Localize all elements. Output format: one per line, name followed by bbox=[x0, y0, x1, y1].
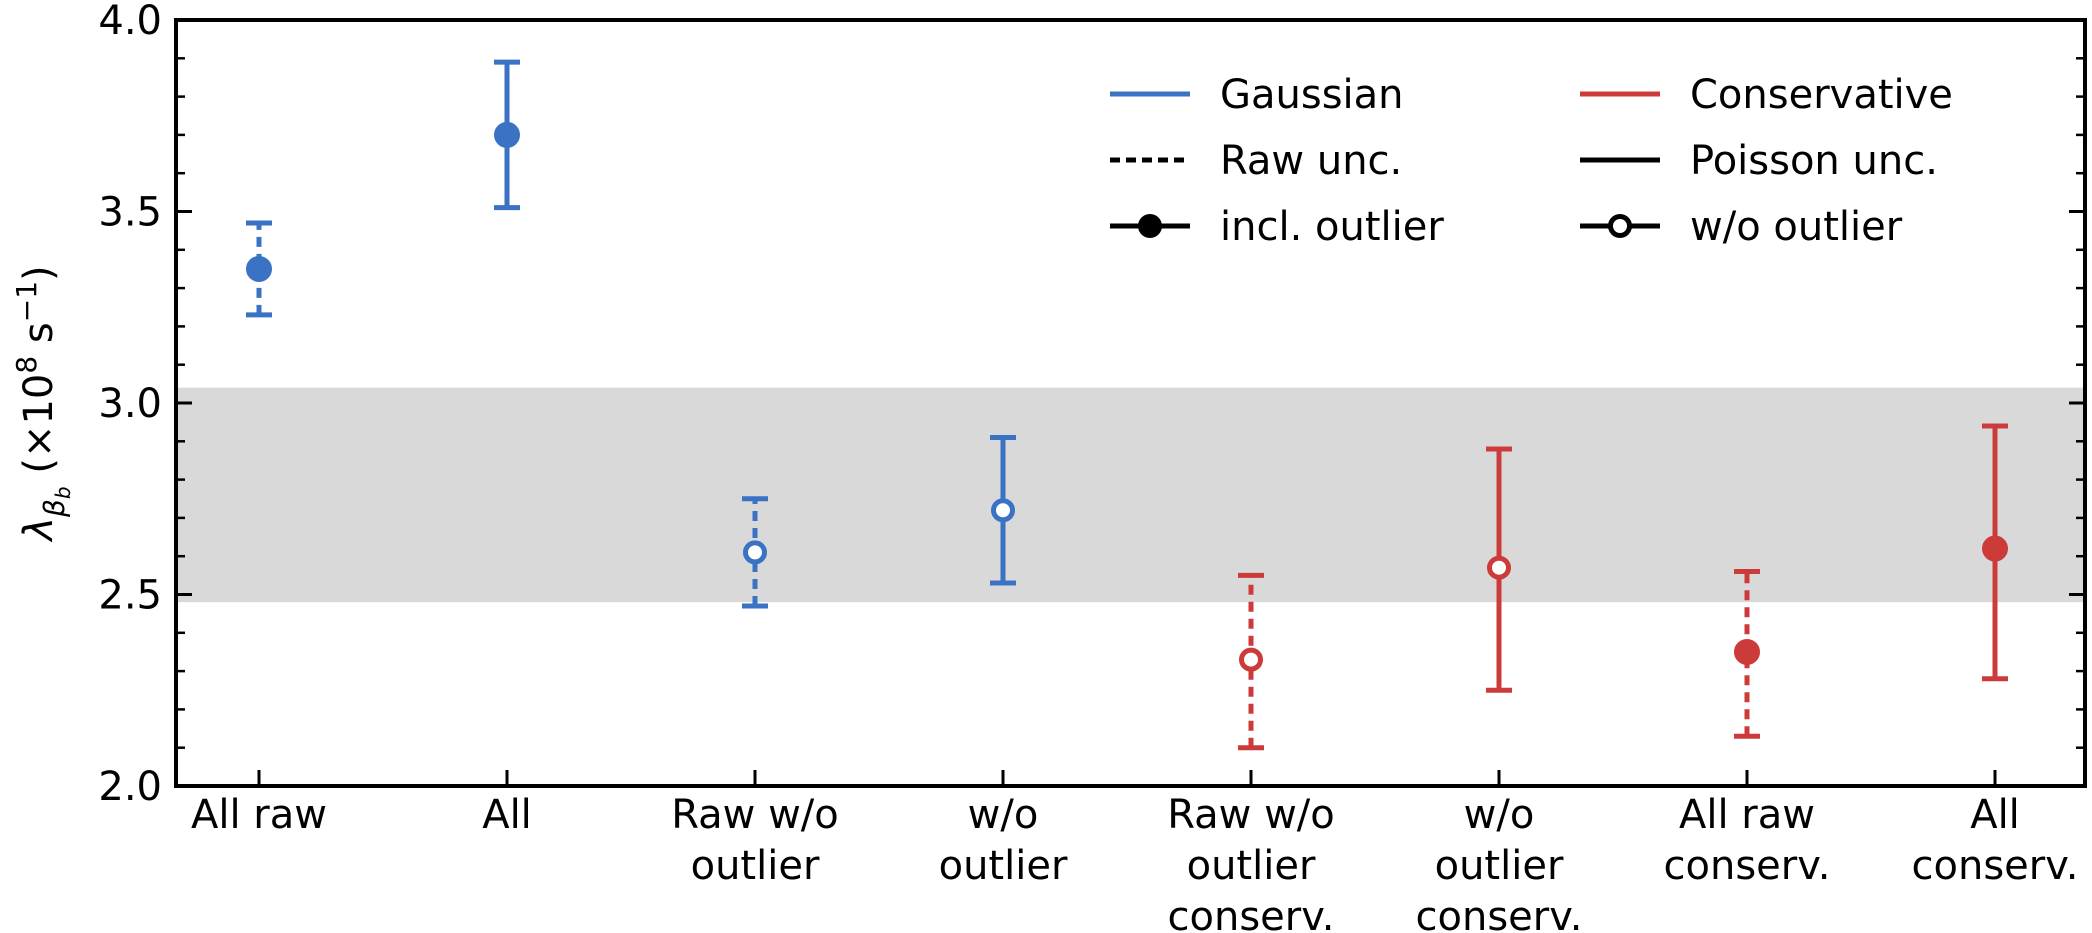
legend-label: Poisson unc. bbox=[1690, 138, 1938, 184]
y-tick-label: 2.0 bbox=[98, 764, 162, 810]
x-tick-label-line: All raw bbox=[1679, 792, 1815, 838]
legend-entry-6: w/o outlier bbox=[1580, 204, 1903, 250]
y-axis-label-part: λ bbox=[16, 517, 62, 543]
x-tick-label-line: conserv. bbox=[1912, 843, 2079, 889]
point-1 bbox=[246, 220, 272, 318]
y-axis-label-part: (×10 bbox=[16, 374, 62, 487]
point-8 bbox=[1982, 423, 2008, 682]
point-3 bbox=[742, 496, 768, 609]
open-marker bbox=[1239, 647, 1263, 672]
legend-label: Conservative bbox=[1690, 72, 1953, 118]
y-axis-label-part: 8 bbox=[10, 356, 43, 374]
x-tick-label-line: All bbox=[1970, 792, 2020, 838]
y-tick-label: 2.5 bbox=[98, 573, 162, 619]
x-tick-label: Raw w/o outlier bbox=[671, 792, 839, 889]
x-tick-label-line: All bbox=[482, 792, 532, 838]
open-marker bbox=[991, 498, 1015, 523]
x-tick-label-line: All raw bbox=[191, 792, 327, 838]
filled-marker bbox=[1982, 535, 2008, 562]
x-tick-label-line: w/o bbox=[1464, 792, 1535, 838]
x-tick-label: All raw bbox=[191, 792, 327, 838]
legend-entry-3: incl. outlier bbox=[1110, 204, 1444, 250]
y-axis-label-part: −1 bbox=[10, 281, 43, 322]
legend-entry-5: Poisson unc. bbox=[1580, 138, 1938, 184]
data-points bbox=[246, 59, 2008, 751]
open-marker bbox=[1487, 555, 1511, 580]
legend-marker bbox=[1138, 214, 1162, 238]
y-tick-label: 3.0 bbox=[98, 381, 162, 427]
x-tick-label-line: outlier bbox=[939, 843, 1068, 889]
legend-label: Raw unc. bbox=[1220, 138, 1402, 184]
legend-label: Gaussian bbox=[1220, 72, 1404, 118]
y-tick-label: 3.5 bbox=[98, 190, 162, 236]
x-tick-label-line: conserv. bbox=[1664, 843, 1831, 889]
legend-marker bbox=[1608, 214, 1632, 238]
y-axis-label-part: ) bbox=[16, 265, 62, 281]
legend-label: incl. outlier bbox=[1220, 204, 1444, 250]
point-2 bbox=[494, 59, 520, 211]
point-7 bbox=[1734, 569, 1760, 739]
legend-label: w/o outlier bbox=[1690, 204, 1903, 250]
y-tick-label: 4.0 bbox=[98, 0, 162, 44]
x-tick-label-line: w/o bbox=[968, 792, 1039, 838]
legend-entry-4: Conservative bbox=[1580, 72, 1953, 118]
filled-marker bbox=[246, 255, 272, 282]
filled-marker bbox=[494, 121, 520, 148]
x-tick-label: All bbox=[482, 792, 532, 838]
filled-marker bbox=[1734, 638, 1760, 665]
point-5 bbox=[1238, 572, 1264, 751]
x-tick-label-line: outlier bbox=[1187, 843, 1316, 889]
x-tick-label: All raw conserv. bbox=[1664, 792, 1831, 889]
legend-entry-2: Raw unc. bbox=[1110, 138, 1402, 184]
x-tick-label-line: outlier bbox=[1435, 843, 1564, 889]
x-tick-label-line: outlier bbox=[691, 843, 820, 889]
y-axis-label: λβb (×108 s−1) bbox=[10, 265, 75, 542]
x-tick-label: All conserv. bbox=[1912, 792, 2079, 889]
x-tick-label: w/o outlier bbox=[939, 792, 1068, 889]
y-axis-label-part: β bbox=[38, 499, 71, 518]
point-4 bbox=[990, 434, 1016, 586]
open-marker bbox=[743, 540, 767, 565]
reference-band bbox=[176, 387, 2085, 603]
x-tick-label-line: Raw w/o bbox=[671, 792, 839, 838]
legend-entry-1: Gaussian bbox=[1110, 72, 1404, 118]
x-tick-label: Raw w/o outlier conserv. bbox=[1167, 792, 1335, 933]
y-axis-label-part: b bbox=[51, 486, 75, 499]
x-tick-label-line: conserv. bbox=[1168, 894, 1335, 933]
x-tick-label: w/o outlier conserv. bbox=[1416, 792, 1583, 933]
y-axis-label-part: s bbox=[16, 322, 62, 356]
point-6 bbox=[1486, 446, 1512, 693]
x-tick-label-line: conserv. bbox=[1416, 894, 1583, 933]
x-tick-label-line: Raw w/o bbox=[1167, 792, 1335, 838]
